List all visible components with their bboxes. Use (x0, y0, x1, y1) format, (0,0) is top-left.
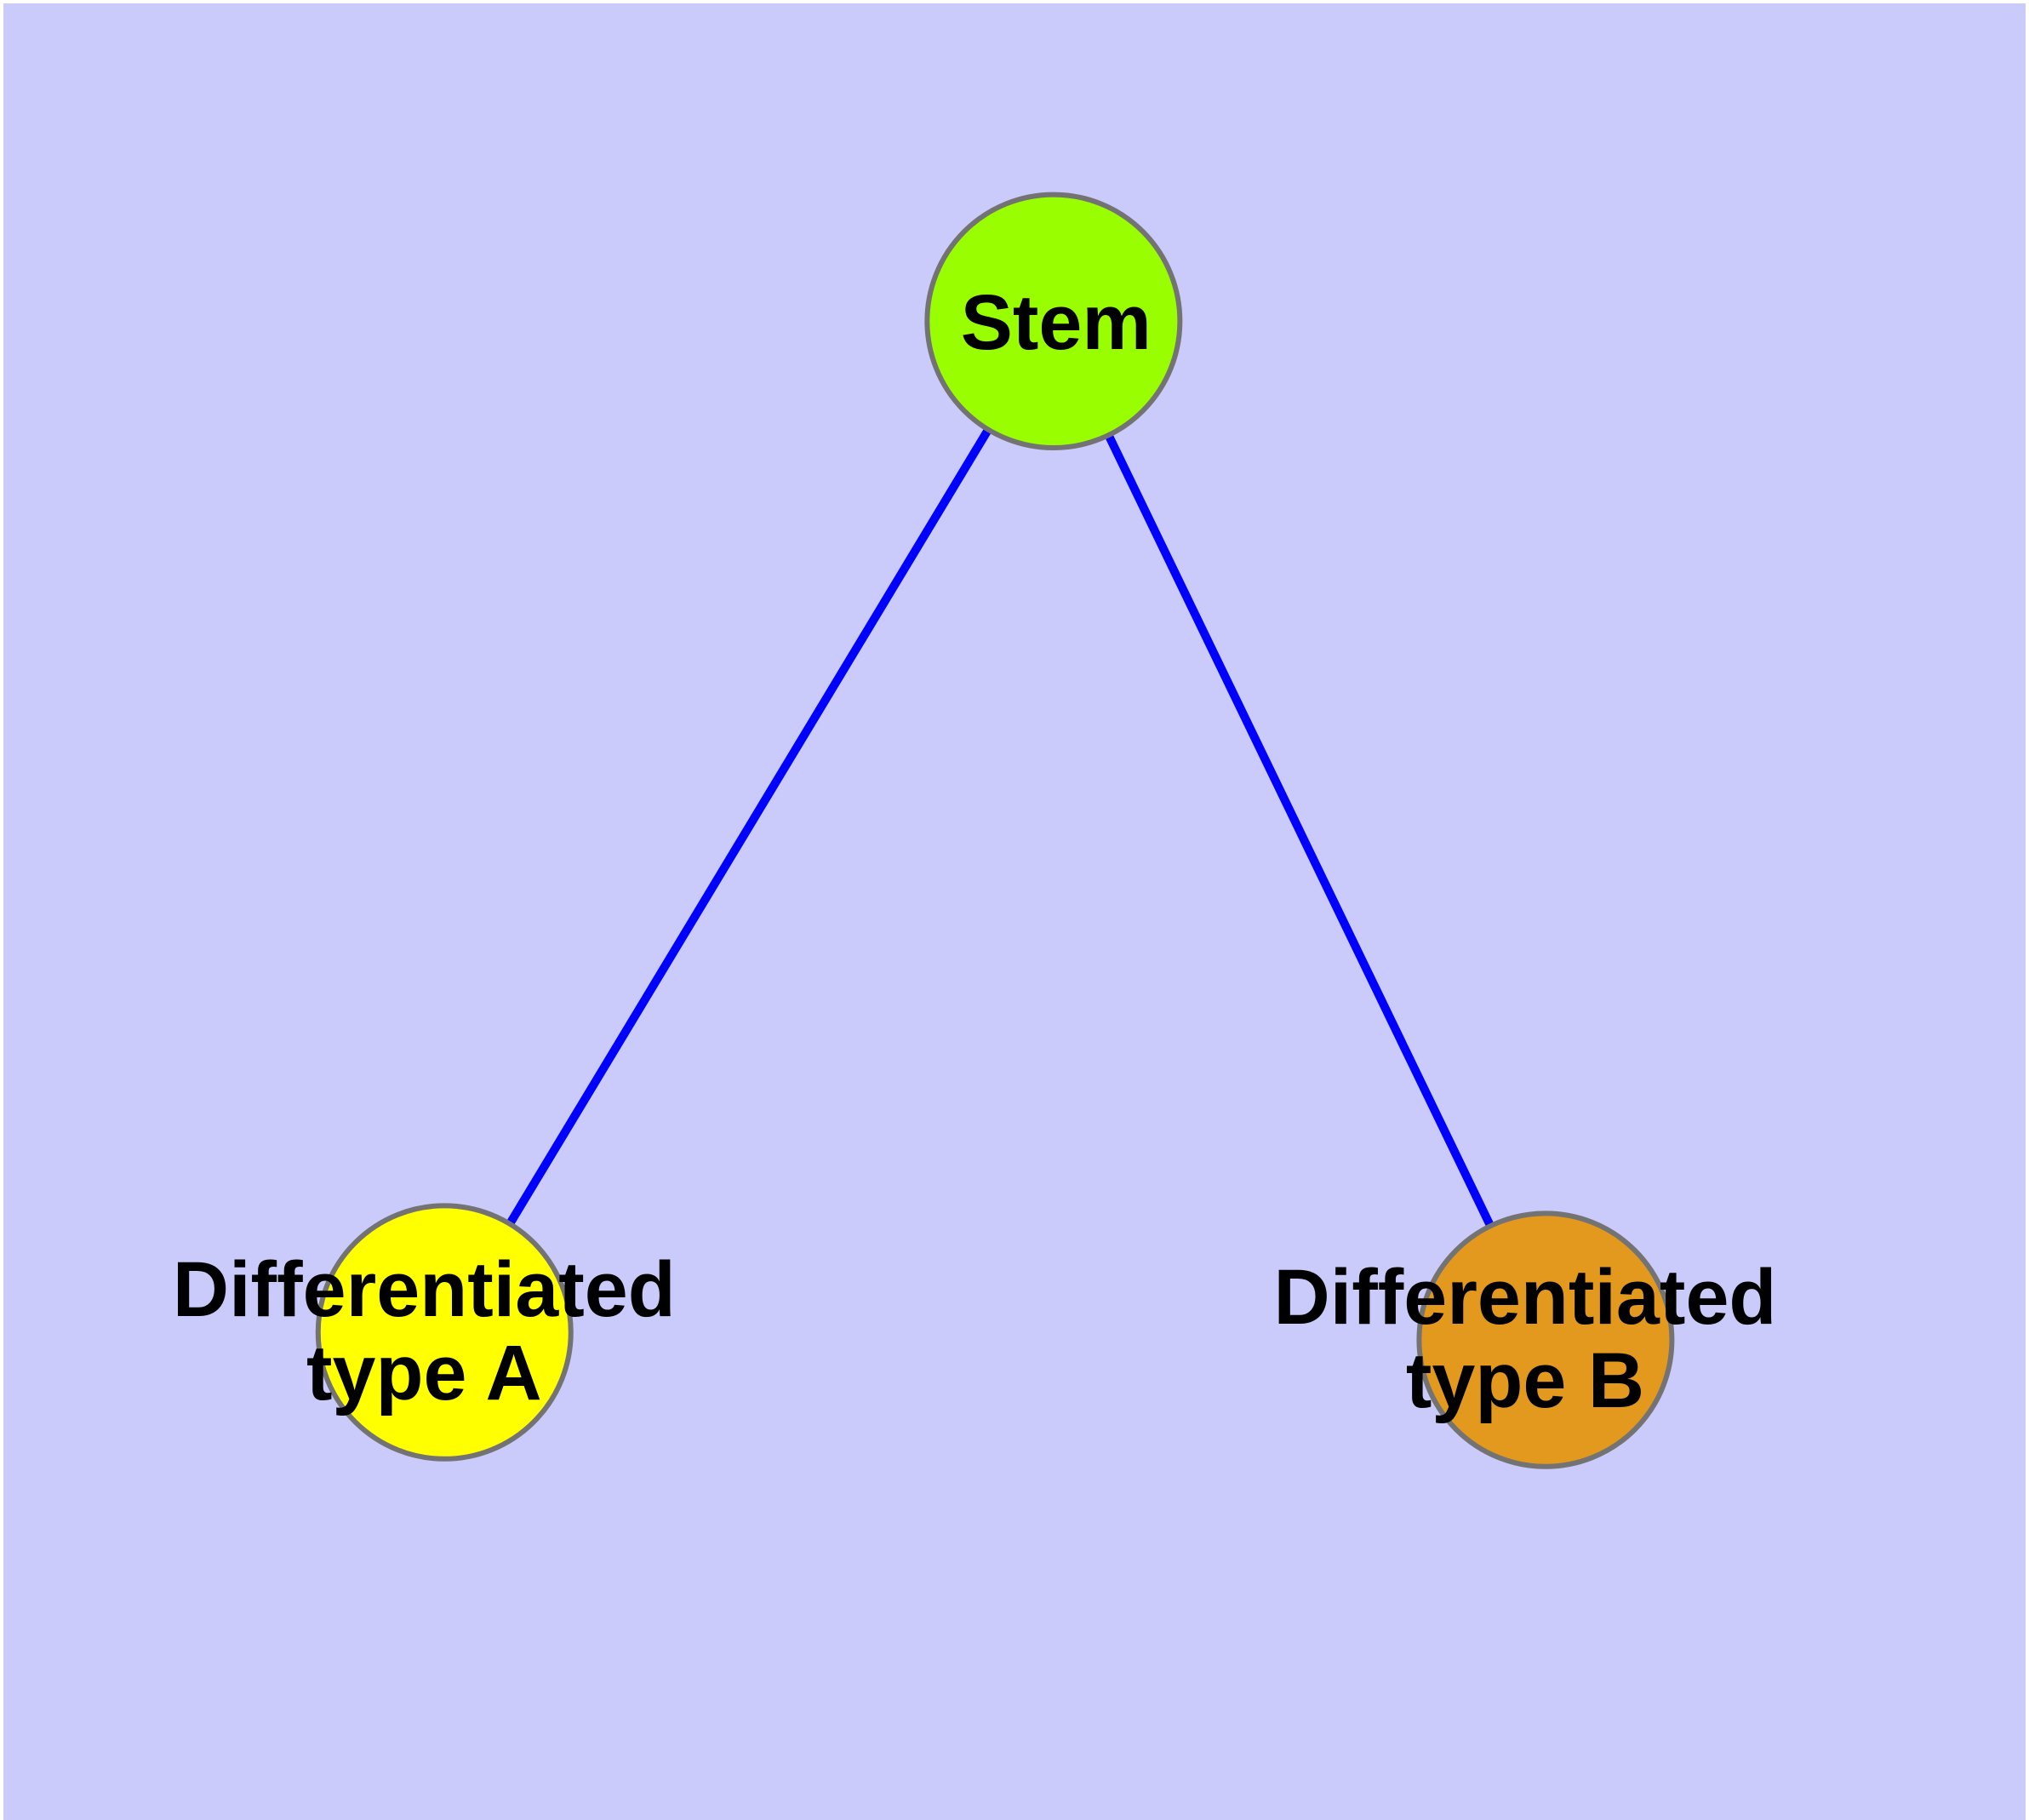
cell-differentiation-diagram: Stem Differentiated type A Differentiate… (3, 3, 2026, 1820)
type-a-label-line2: type A (306, 1330, 542, 1417)
plot-canvas: Stem Differentiated type A Differentiate… (3, 3, 2026, 1820)
type-a-node (315, 1203, 574, 1462)
type-b-node (1416, 1210, 1675, 1469)
stem-node (924, 192, 1183, 451)
type-b-label-line2: type B (1406, 1337, 1644, 1424)
type-a-label-line1: Differentiated (173, 1246, 676, 1333)
edge-stem-to-type-b (1049, 319, 1550, 1342)
edge-stem-to-type-a (440, 318, 1058, 1335)
stem-node-label: Stem (961, 279, 1152, 366)
type-b-label-line1: Differentiated (1274, 1254, 1777, 1341)
